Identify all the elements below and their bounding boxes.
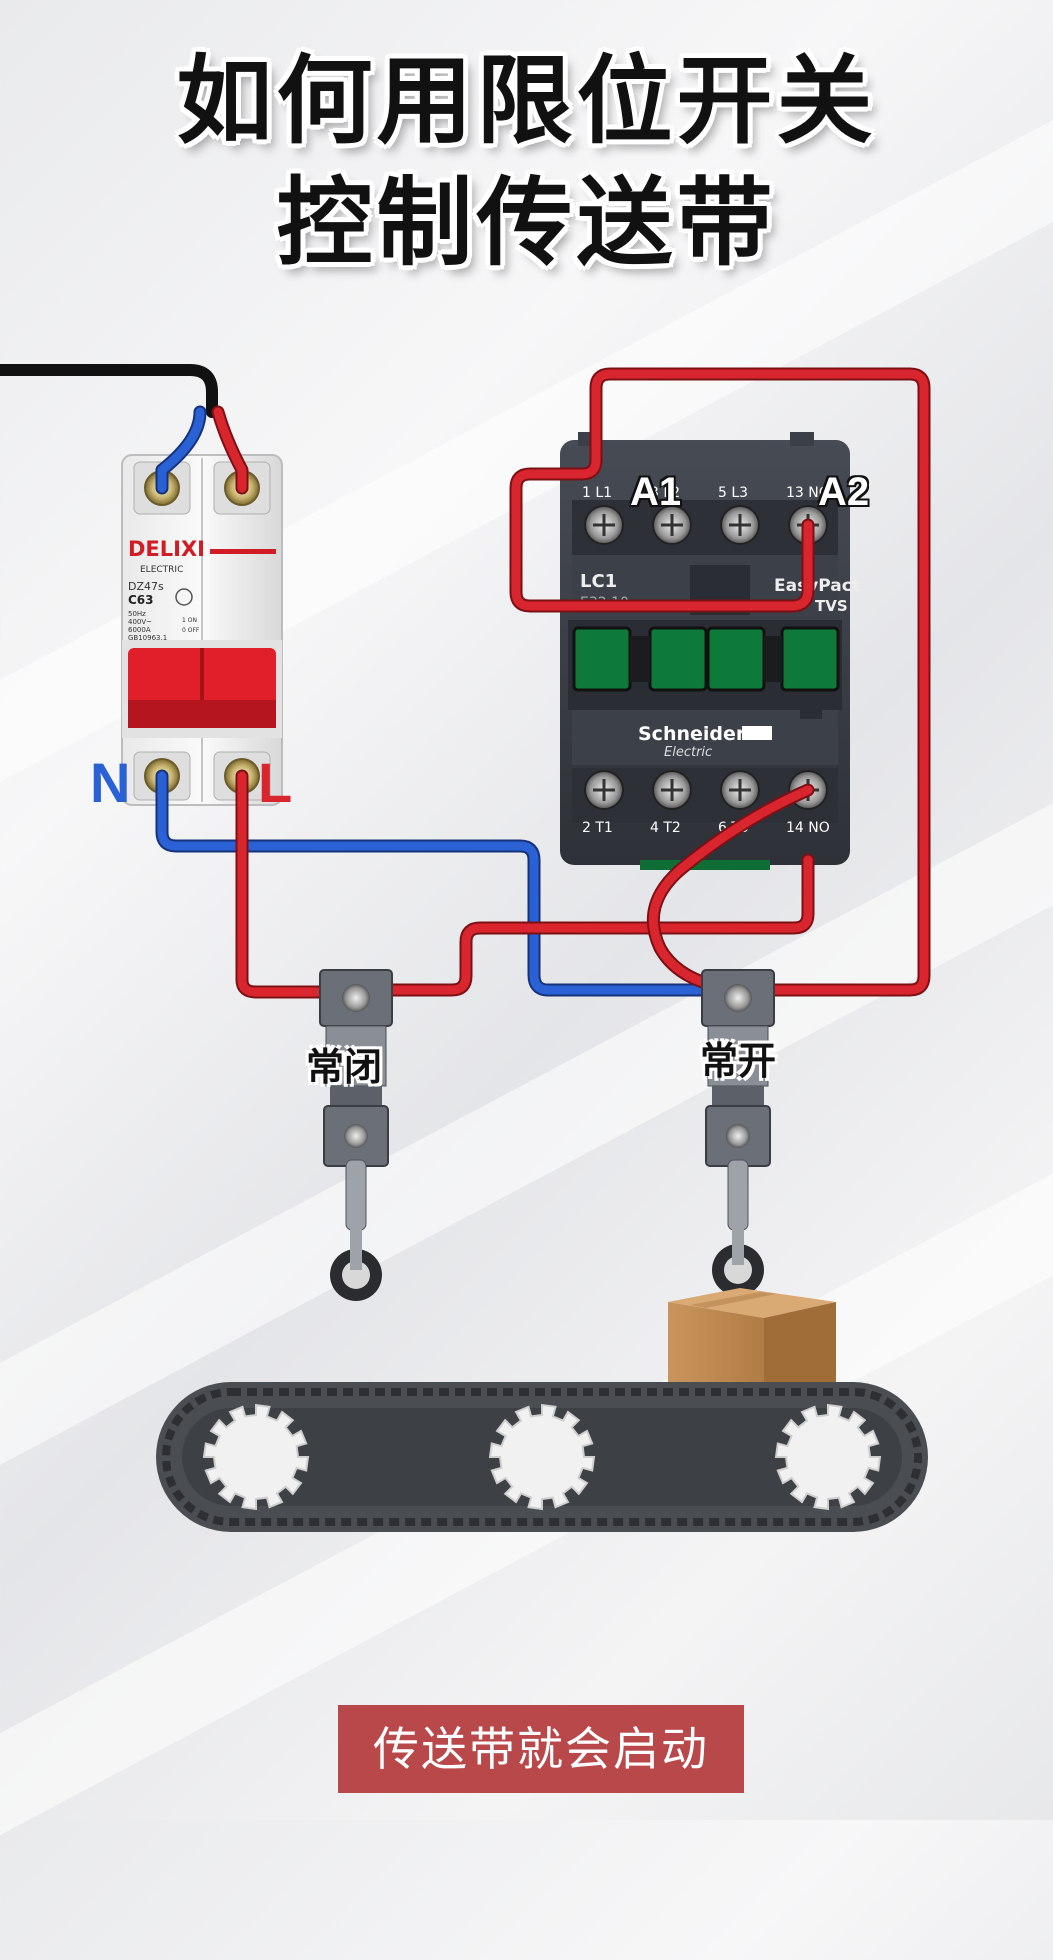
contactor-series-sub: TVS	[815, 597, 848, 615]
caption-banner: 传送带就会启动	[338, 1705, 744, 1793]
breaker-terminal-n: N	[90, 751, 131, 814]
breaker-rating: C63	[128, 593, 154, 607]
breaker-spec-line: 50Hz	[128, 610, 146, 618]
contactor-model: LC1	[580, 571, 617, 592]
breaker-terminal-l: L	[258, 751, 293, 814]
contactor-brand-sub: Electric	[664, 745, 712, 760]
wires	[0, 364, 931, 999]
page-title: 如何用限位开关 控制传送带	[0, 40, 1053, 284]
breaker-brand: DELIXI	[128, 537, 205, 561]
gear-icon	[774, 1403, 882, 1511]
terminal-label: 3 L2	[650, 485, 680, 501]
coil-terminal-a1: A1	[630, 470, 682, 514]
terminal-label: 1 L1	[582, 485, 612, 501]
limit-switch-nc	[319, 969, 393, 1301]
gear-icon	[488, 1403, 596, 1511]
terminal-label: 2 T1	[582, 820, 613, 836]
contactor-brand: Schneider	[638, 723, 746, 745]
gear-icon	[202, 1403, 310, 1511]
coil-terminal-a2: A2	[818, 470, 870, 514]
breaker-spec-line: GB10963.1	[128, 634, 167, 642]
terminal-label: 4 T2	[650, 820, 681, 836]
breaker-off-label: 0 OFF	[182, 627, 200, 634]
terminal-label: 14 NO	[786, 820, 830, 836]
breaker-spec-line: 400V~	[128, 618, 152, 626]
terminal-label: 13 NO	[786, 485, 830, 501]
circuit-breaker: DELIXI ELECTRIC DZ47s C63 50Hz400V~6000A…	[121, 454, 283, 806]
breaker-model: DZ47s	[128, 580, 164, 593]
switch-label-nc: 常闭	[306, 1045, 383, 1089]
title-line-1: 如何用限位开关	[176, 45, 877, 157]
contactor-series: EasyPact	[774, 576, 860, 596]
wiring-diagram: DELIXI ELECTRIC DZ47s C63 50Hz400V~6000A…	[0, 364, 931, 1532]
switch-label-no: 常开	[700, 1039, 777, 1083]
breaker-spec-line: 6000A	[128, 626, 151, 634]
conveyor-belt	[156, 1382, 928, 1532]
breaker-brand-sub: ELECTRIC	[140, 565, 183, 575]
breaker-on-label: 1 ON	[182, 617, 197, 624]
title-line-2: 控制传送带	[276, 167, 777, 279]
limit-switch-no	[701, 969, 775, 1296]
terminal-label: 5 L3	[718, 485, 748, 501]
